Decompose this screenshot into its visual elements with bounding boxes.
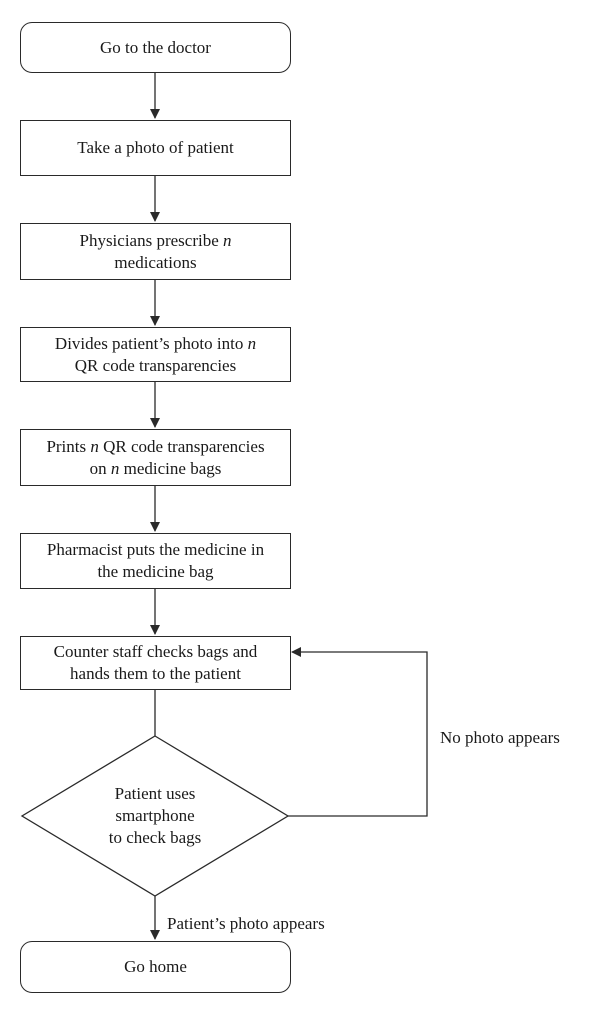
step-divide-photo: Divides patient’s photo into n QR code t…: [20, 327, 291, 382]
step-prints-line2: on: [89, 458, 111, 478]
step-counter-line2: hands them to the patient: [70, 664, 241, 683]
edge-label-photo-appears: Patient’s photo appears: [167, 914, 325, 933]
decision-line2: smartphone: [115, 806, 195, 825]
step-pharmacist-line2: the medicine bag: [97, 562, 214, 581]
step-take-photo-label: Take a photo of patient: [77, 138, 234, 157]
step-prescribe-text: Physicians prescribe: [79, 230, 224, 250]
decision-line1: Patient uses: [114, 784, 196, 803]
step-divide-text: Divides patient’s photo into: [54, 333, 248, 353]
step-divide-line2: QR code transparencies: [74, 355, 237, 375]
step-go-home-label: Go home: [124, 957, 187, 976]
step-counter-line1: Counter staff checks bags and: [53, 642, 258, 661]
edge-label-no-photo: No photo appears: [440, 728, 560, 747]
decision-line3: to check bags: [108, 828, 202, 847]
step-prescribe-line2: medications: [114, 252, 197, 272]
step-prints-qr: Prints n QR code transparencies on n med…: [20, 429, 291, 486]
step-prescribe-var: n: [223, 230, 232, 250]
step-prescribe: Physicians prescribe n medications: [20, 223, 291, 280]
step-prints-var1: n: [90, 436, 99, 456]
step-prints-text: Prints: [46, 436, 91, 456]
step-prints-post: medicine bags: [119, 458, 222, 478]
step-divide-var: n: [247, 333, 257, 353]
step-go-home: Go home: [20, 941, 291, 993]
decision-label: Patient uses smartphone to check bags: [75, 783, 235, 849]
step-take-photo: Take a photo of patient: [20, 120, 291, 176]
step-go-to-doctor: Go to the doctor: [20, 22, 291, 73]
step-pharmacist: Pharmacist puts the medicine in the medi…: [20, 533, 291, 589]
step-prints-var2: n: [110, 458, 120, 478]
step-go-to-doctor-label: Go to the doctor: [100, 37, 211, 57]
arrow-no-photo-loop: [288, 647, 428, 817]
step-prints-mid: QR code transparencies: [98, 436, 265, 456]
step-pharmacist-line1: Pharmacist puts the medicine in: [46, 540, 265, 559]
step-counter-staff: Counter staff checks bags and hands them…: [20, 636, 291, 690]
